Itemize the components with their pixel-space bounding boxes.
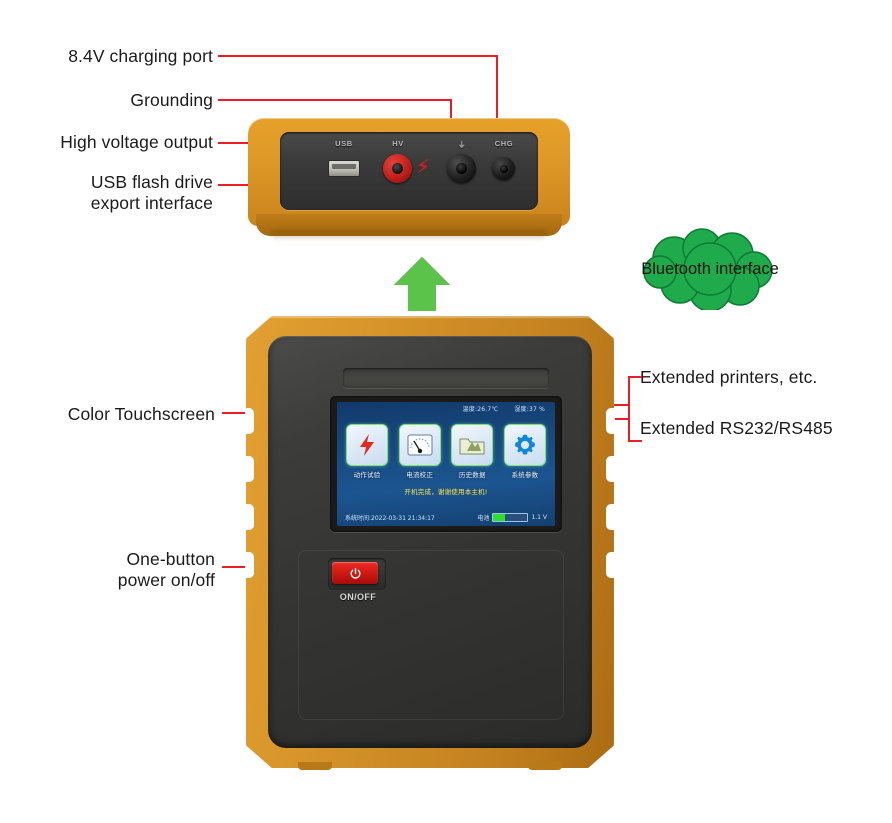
lcd-menu-item-system-params[interactable]: 系统参数 xyxy=(503,424,547,482)
grip-notch-left-1 xyxy=(245,408,254,434)
gear-icon xyxy=(503,424,546,466)
analog-meter-icon xyxy=(398,424,441,466)
lcd-system-time: 系统时间:2022-03-31 21:34:17 xyxy=(345,514,435,522)
usb-port[interactable] xyxy=(328,160,360,177)
screen-bezel: 温度:26.7℃ 湿度:37 % 动作试验 xyxy=(330,396,562,532)
battery-fill xyxy=(493,513,505,521)
main-device: 温度:26.7℃ 湿度:37 % 动作试验 xyxy=(245,316,615,770)
lcd-temperature: 温度:26.7℃ xyxy=(462,406,499,413)
grip-notch-left-2 xyxy=(245,456,254,482)
battery-indicator: 电池 1.1 V xyxy=(477,512,547,522)
lcd-menu-grid: 动作试验 电流校正 xyxy=(345,424,547,482)
leader-line-grounding-h xyxy=(218,99,452,101)
power-icon xyxy=(349,567,361,579)
device-top-slot xyxy=(343,368,549,388)
battery-icon xyxy=(492,512,529,522)
power-switch-housing xyxy=(328,558,386,590)
battery-voltage: 1.1 V xyxy=(531,513,547,521)
callout-label-power-button: One-button power on/off xyxy=(117,549,215,590)
top-panel-shadow xyxy=(270,230,548,240)
grip-notch-right-3 xyxy=(606,504,615,530)
power-button[interactable] xyxy=(332,562,378,584)
port-label-usb: USB xyxy=(335,139,353,148)
lcd-menu-item-history-data[interactable]: 历史数据 xyxy=(450,424,494,482)
lcd-menu-label: 电流校正 xyxy=(406,471,434,479)
grip-notch-left-4 xyxy=(245,552,254,578)
battery-label: 电池 xyxy=(477,514,490,522)
device-foot-left xyxy=(298,762,332,770)
lcd-status-bar-bottom: 系统时间:2022-03-31 21:34:17 电池 1.1 V xyxy=(337,511,555,523)
callout-label-extended-serial: Extended RS232/RS485 xyxy=(640,418,833,438)
grip-notch-right-1 xyxy=(606,408,615,434)
port-label-chg: CHG xyxy=(494,139,514,148)
lcd-menu-item-current-calibration[interactable]: 电流校正 xyxy=(398,424,442,482)
leader-line-right-serial-tick xyxy=(628,440,642,442)
lcd-menu-label: 历史数据 xyxy=(458,471,486,479)
grip-notch-left-3 xyxy=(245,504,254,530)
callout-label-color-touchscreen: Color Touchscreen xyxy=(67,404,215,424)
lcd-menu-item-action-test[interactable]: 动作试验 xyxy=(345,424,389,482)
lcd-status-bar-top: 温度:26.7℃ 湿度:37 % xyxy=(337,404,555,416)
device-front-shell: 温度:26.7℃ 湿度:37 % 动作试验 xyxy=(268,336,592,748)
lcd-humidity: 湿度:37 % xyxy=(514,406,545,413)
callout-label-high-voltage-output: High voltage output xyxy=(60,132,213,152)
lcd-screen[interactable]: 温度:26.7℃ 湿度:37 % 动作试验 xyxy=(337,402,555,526)
device-foot-right xyxy=(528,762,562,770)
callout-label-charging-port: 8.4V charging port xyxy=(68,46,213,66)
port-label-ground: ⏚ xyxy=(457,140,467,149)
lightning-bolt-icon: ⚡ xyxy=(416,157,430,178)
lcd-menu-label: 动作试验 xyxy=(353,471,381,479)
power-switch-label: ON/OFF xyxy=(339,592,377,602)
callout-label-usb-export: USB flash drive export interface xyxy=(90,172,213,213)
callout-label-grounding: Grounding xyxy=(130,90,213,110)
folder-chart-icon xyxy=(451,424,494,466)
leader-line-charging-port-h xyxy=(218,55,498,57)
leader-line-right-bracket-v xyxy=(628,376,630,442)
ground-jack[interactable] xyxy=(447,154,476,183)
lcd-hint-text: 开机完成，谢谢使用本主机! xyxy=(404,488,488,496)
lcd-menu-label: 系统参数 xyxy=(511,471,539,479)
up-arrow-icon xyxy=(392,255,452,313)
grip-notch-right-2 xyxy=(606,456,615,482)
leader-line-charging-port-v xyxy=(496,55,498,165)
high-voltage-jack[interactable] xyxy=(383,154,412,183)
charging-jack[interactable] xyxy=(492,157,515,180)
bluetooth-callout-text: Bluetooth interface xyxy=(641,260,779,278)
callout-label-extended-printers: Extended printers, etc. xyxy=(640,367,818,387)
bluetooth-callout-cloud: Bluetooth interface xyxy=(640,228,780,312)
device-panel-seam xyxy=(298,550,564,720)
top-connector-panel: USB HV ⏚ CHG ⚡ xyxy=(248,118,570,246)
grip-notch-right-4 xyxy=(606,552,615,578)
port-label-hv: HV xyxy=(392,139,404,148)
top-panel-black-face: USB HV ⏚ CHG ⚡ xyxy=(280,132,538,210)
leader-line-right-printer-tick xyxy=(628,376,642,378)
lightning-bolt-icon xyxy=(346,424,388,466)
